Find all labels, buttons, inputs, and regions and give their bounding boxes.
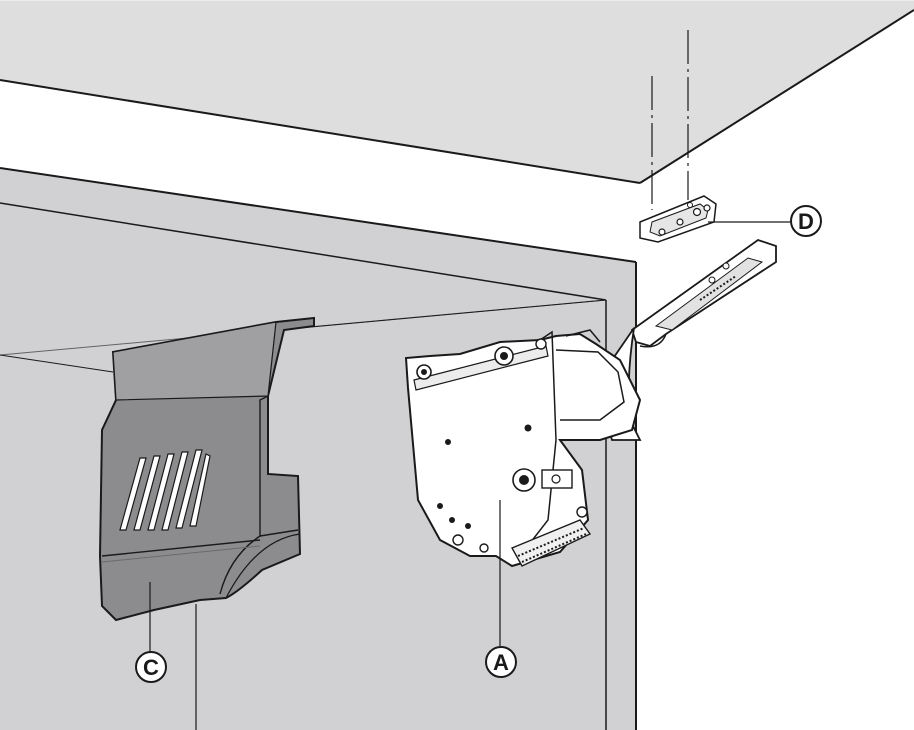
callout-d-label: D [798,209,814,234]
callout-d: D [790,205,822,237]
callout-a: A [485,646,517,678]
leader-lines [149,221,790,730]
lift-mechanism [404,329,642,568]
cover-cap [98,316,315,622]
callout-c: C [135,651,167,683]
alignment-lines [651,30,689,210]
callout-a-label: A [493,650,509,675]
mounting-plate [639,195,717,243]
cabinet-top-panel [0,0,914,200]
callout-c-label: C [143,655,159,680]
